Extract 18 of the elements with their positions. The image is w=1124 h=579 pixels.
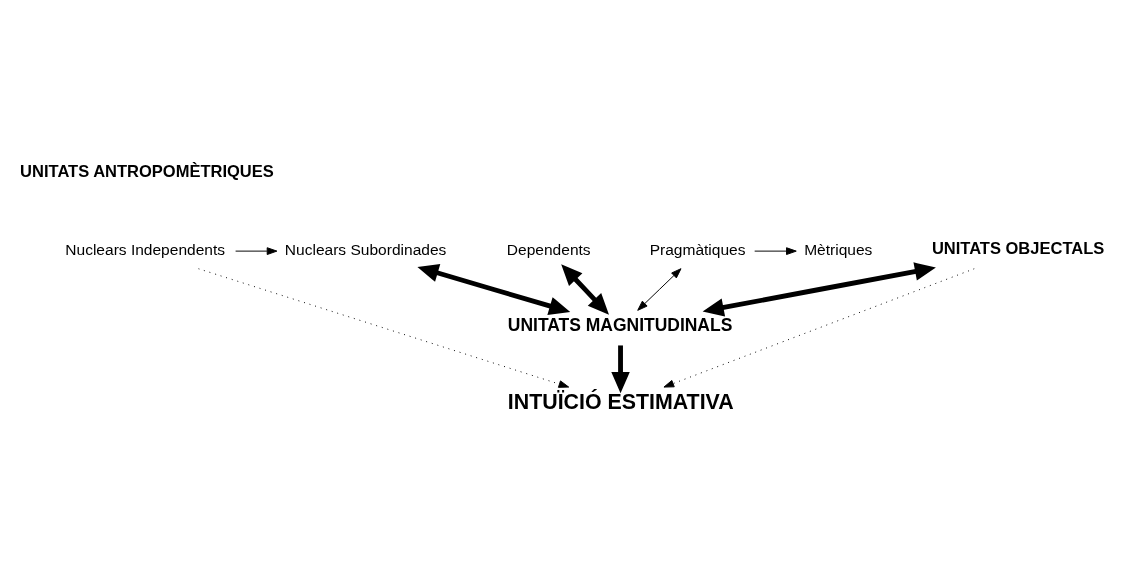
label: UNITATS ANTROPOMÈTRIQUES <box>20 162 274 181</box>
arrow <box>235 247 278 255</box>
arrow <box>754 247 797 255</box>
node-text: Dependents <box>506 240 591 258</box>
arrow <box>198 268 570 388</box>
arrow <box>663 268 975 388</box>
node-text: Nuclears Subordinades <box>284 240 447 258</box>
node-text: INTUÏCIÓ ESTIMATIVA <box>507 390 734 415</box>
node-text: Nuclears Independents <box>65 240 226 258</box>
node-text: Mètriques <box>804 240 873 258</box>
arrow <box>417 264 571 315</box>
arrow <box>561 264 609 315</box>
node-text: Pragmàtiques <box>649 240 746 258</box>
arrow <box>611 345 630 394</box>
arrow <box>637 268 682 311</box>
arrow <box>702 262 936 317</box>
node-text: UNITATS MAGNITUDINALS <box>507 315 733 336</box>
node-text: UNITATS OBJECTALS <box>931 239 1105 258</box>
